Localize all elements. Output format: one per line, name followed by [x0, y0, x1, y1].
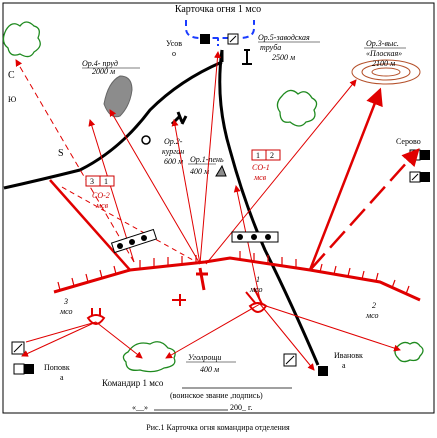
card-title: Карточка огня 1 мсо [175, 4, 261, 15]
svg-text:600 м: 600 м [164, 157, 183, 166]
year-label: 200_ г. [230, 403, 252, 412]
title-bracket [185, 20, 255, 39]
road-marker-s: S [58, 148, 64, 159]
village-popovka [11, 341, 34, 375]
svg-text:труба: труба [260, 43, 281, 52]
compass-north: С [8, 70, 15, 81]
ivanovka-label-2: а [342, 361, 346, 370]
landmark-or5: Ор.5-заводская труба 2500 м [258, 33, 320, 62]
svg-text:1: 1 [104, 177, 108, 186]
svg-text:мсо: мсо [365, 311, 378, 320]
landmark-or2: Ор.2- курган 600 м [162, 137, 184, 166]
svg-text:Ор.4- пруд: Ор.4- пруд [82, 59, 118, 68]
svg-text:1: 1 [256, 151, 260, 160]
grove-ugolki [122, 341, 176, 373]
fire-sectors [15, 51, 420, 371]
svg-text:мсо: мсо [59, 307, 72, 316]
figure-caption: Рис.1 Карточка огня командира отделения [146, 423, 290, 432]
svg-text:3: 3 [63, 297, 68, 306]
svg-text:2: 2 [270, 151, 274, 160]
defence-line [53, 251, 421, 302]
forest-right [276, 89, 318, 127]
svg-text:Ор.3-выс.: Ор.3-выс. [366, 39, 399, 48]
rank-label: (воинское звание ,подпись) [170, 391, 263, 400]
svg-text:2: 2 [372, 301, 376, 310]
village-ivanovka [283, 353, 328, 376]
compass-south: Ю [8, 95, 16, 104]
svg-text:мсо: мсо [249, 285, 262, 294]
svg-text:2000 м: 2000 м [92, 67, 115, 76]
svg-text:Уголрощи: Уголрощи [188, 353, 221, 362]
svg-text:курган: курган [162, 147, 184, 156]
compass: С Ю [8, 70, 16, 104]
commander-label: Командир 1 мсо [102, 378, 164, 388]
vehicle-right [231, 231, 279, 243]
usovo-label-2: о [172, 49, 176, 58]
landmark-or3: Ор.3-выс. «Плоская» 2100 м [364, 39, 406, 68]
factory-chimney-icon [242, 49, 252, 65]
svg-text:3: 3 [90, 177, 94, 186]
ivanovka-label: Ивановк [334, 351, 363, 360]
signature-block: Командир 1 мсо (воинское звание ,подпись… [102, 378, 292, 412]
unit-mso3-symbol [86, 308, 106, 326]
serovo-label: Серово [396, 137, 421, 146]
usovo-label: Усов [166, 39, 182, 48]
landmark-circle-icon [141, 135, 151, 145]
svg-text:2100 м: 2100 м [372, 59, 395, 68]
svg-text:Ор.5-заводская: Ор.5-заводская [258, 33, 310, 42]
landmark-or4: Ор.4- пруд 2000 м [82, 59, 140, 76]
svg-text:Ор.2-: Ор.2- [164, 137, 183, 146]
svg-text:400 м: 400 м [200, 365, 219, 374]
unit-mso1-symbol [172, 267, 268, 314]
svg-text:СО-2: СО-2 [92, 191, 110, 200]
svg-text:мсв: мсв [253, 173, 267, 182]
bush-bottomright [394, 341, 424, 363]
height-ploskaya-inner [361, 63, 411, 81]
height-ploskaya-core [371, 67, 401, 77]
mso-labels: 3 мсо 1 мсо 2 мсо [59, 275, 378, 320]
map-frame [2, 2, 435, 414]
unit-co1: 1 2 СО-1 мсв [251, 149, 281, 182]
village-usovo [200, 33, 239, 45]
svg-text:2500 м: 2500 м [272, 53, 295, 62]
popovka-label-2: а [60, 373, 64, 382]
forest-topleft [2, 21, 41, 58]
svg-text:«Плоская»: «Плоская» [366, 49, 402, 58]
popovka-label: Поповк [44, 363, 70, 372]
landmark-or1: Ор.1-пень 400 м [188, 155, 224, 176]
svg-text:1: 1 [256, 275, 260, 284]
svg-text:Ор.1-пень: Ор.1-пень [190, 155, 224, 164]
unit-co2: 3 1 СО-2 мсв [85, 175, 115, 210]
pond [103, 75, 133, 118]
stump-icon [215, 164, 227, 177]
svg-text:400 м: 400 м [190, 167, 209, 176]
svg-text:мсв: мсв [95, 201, 109, 210]
vehicle-left [110, 228, 158, 254]
label-ugolki: Уголрощи 400 м [186, 353, 236, 374]
svg-text:СО-1: СО-1 [252, 163, 270, 172]
height-ploskaya-outer [351, 59, 421, 85]
date-label: «__» [132, 403, 148, 412]
road-west [3, 60, 223, 190]
road-south [218, 49, 320, 366]
